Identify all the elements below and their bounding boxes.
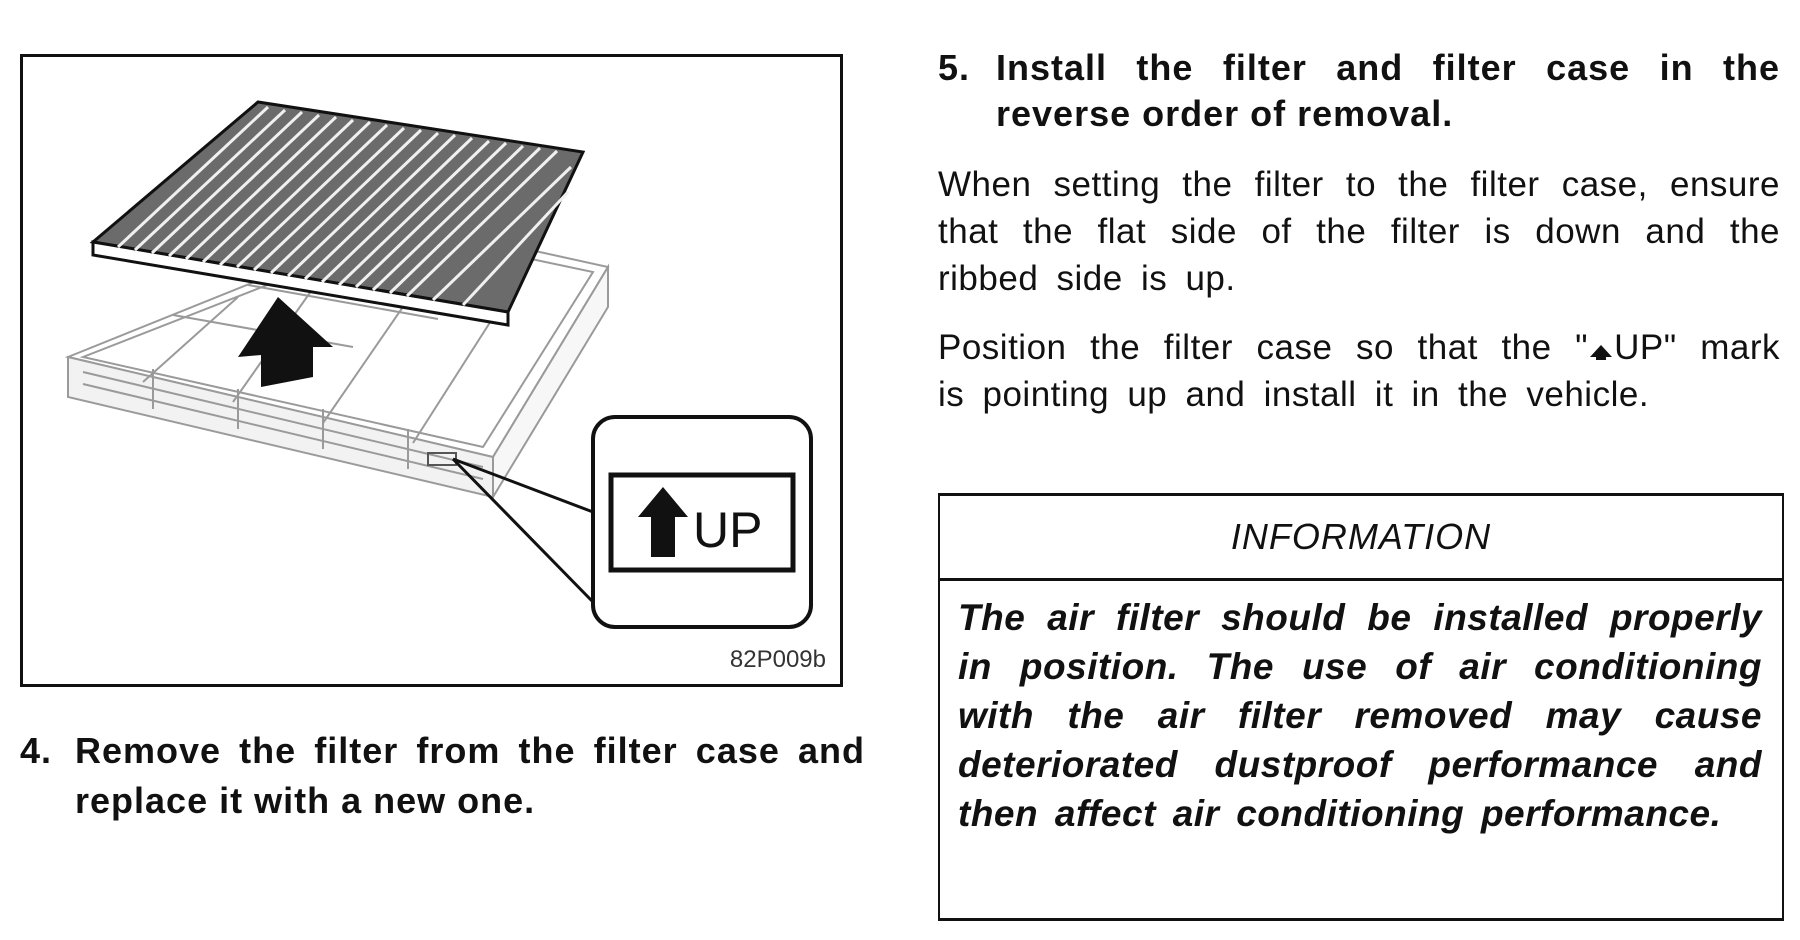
filter-illustration-figure: UP 82P009b (20, 54, 843, 687)
paragraph-2-after: " mark is pointing up and install it in … (938, 328, 1780, 414)
small-up-arrow-icon (1590, 345, 1613, 360)
up-mark-callout: UP (591, 415, 813, 629)
filter-illustration: UP (64, 100, 813, 629)
information-body: The air filter should be installed prope… (958, 597, 1762, 834)
step-4-number: 4. (20, 730, 53, 771)
step-4-text: Remove the filter from the filter case a… (75, 730, 865, 821)
information-heading: INFORMATION (940, 496, 1782, 581)
case-position-paragraph: Position the filter case so that the " UP… (938, 324, 1780, 418)
information-box: INFORMATION The air filter should be ins… (938, 493, 1784, 921)
paragraph-2-before: Position the filter case so that the " (938, 328, 1589, 367)
step-5-number: 5. (938, 47, 971, 88)
up-arrow-icon (638, 487, 688, 557)
callout-up-label: UP (693, 502, 762, 558)
pleated-filter-drawing (89, 100, 586, 327)
callout-leader-lines (451, 457, 595, 604)
up-arrow-icon (238, 297, 333, 387)
figure-code: 82P009b (729, 646, 826, 673)
paragraph-2-mark: UP (1614, 328, 1664, 367)
step-5-text: Install the filter and filter case in th… (996, 47, 1780, 134)
filter-orientation-paragraph: When setting the filter to the filter ca… (938, 165, 1780, 298)
